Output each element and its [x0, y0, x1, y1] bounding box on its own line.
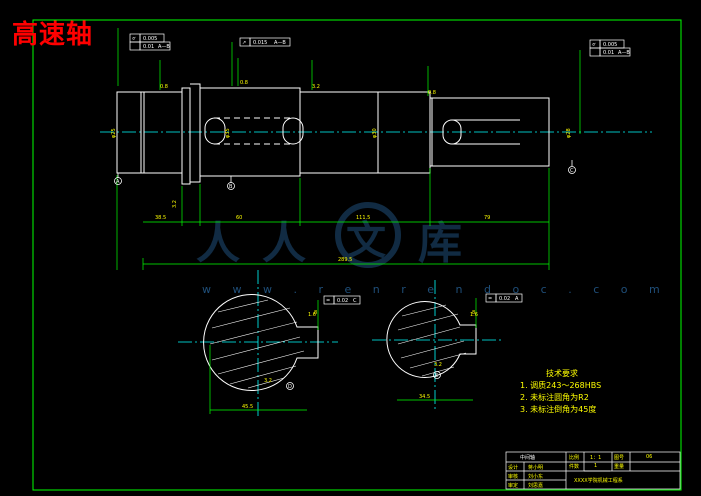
drawing-title: 高速轴: [12, 20, 94, 50]
svg-text:库: 库: [418, 218, 462, 269]
tb-designer-value: 蒋小明: [528, 465, 544, 471]
tb-designer-label: 设计: [508, 465, 519, 471]
drawing-frame: [32, 19, 682, 491]
tol-f3-ref: A—B: [618, 50, 630, 56]
tb-weight-label: 重量: [614, 464, 625, 470]
title-block-lines: [505, 451, 681, 490]
roughness-3: 3.2: [312, 84, 320, 90]
datum-d: D: [288, 384, 292, 390]
tol-f1-v1: 0.005: [143, 36, 157, 42]
dim-d4: φ28: [566, 128, 572, 138]
svg-text:文: 文: [346, 218, 386, 264]
roughness-4: 0.8: [428, 90, 436, 96]
roughness-5: 3.2: [172, 200, 178, 208]
tol-f5-ref: A: [515, 296, 519, 302]
notes-heading: 技术要求: [546, 369, 578, 378]
notes-item-3: 3. 未标注倒角为45度: [520, 405, 597, 414]
tol-f3-sym: ⌭: [592, 42, 596, 48]
tol-f5-v1: 0.02: [499, 296, 510, 302]
tb-qty-value: 1: [594, 463, 598, 469]
tol-f2-sym: ↗: [242, 40, 246, 46]
tolerance-frames: [129, 33, 631, 305]
tol-f3-v1: 0.005: [603, 42, 617, 48]
notes-item-1: 1. 调质243～268HBS: [520, 381, 602, 390]
datum-symbols: [114, 160, 576, 390]
roughness-8: 1.6: [470, 312, 478, 318]
technical-requirements: 技术要求 1. 调质243～268HBS 2. 未标注圆角为R2 3. 未标注倒…: [520, 368, 601, 416]
tb-scale-value: 1：1: [590, 455, 602, 461]
dim-s1: 45.5: [242, 404, 253, 410]
dim-l4: 79: [484, 215, 490, 221]
tol-f2-ref: A—B: [274, 40, 286, 46]
tb-approver-label: 审定: [508, 483, 519, 489]
shaft-outline: [116, 83, 550, 185]
dim-l2: 60: [236, 215, 242, 221]
tb-drawing-no-value: 06: [646, 454, 653, 460]
watermark-logo: 人 人 文 库: [196, 202, 462, 269]
dim-l3: 111.5: [356, 215, 370, 221]
tb-part-name: 中间轴: [520, 455, 536, 461]
tb-school: XXXX学院机械工程系: [574, 478, 623, 484]
roughness-1: 0.8: [160, 84, 168, 90]
datum-b: B: [229, 184, 233, 190]
tb-checker-label: 审核: [508, 474, 519, 480]
section-view-left: [203, 294, 319, 391]
dim-t2: 8: [472, 310, 475, 316]
svg-text:人: 人: [196, 218, 240, 269]
roughness-2: 0.8: [240, 80, 248, 86]
datum-e: E: [435, 373, 438, 379]
tb-qty-label: 件数: [569, 464, 580, 470]
dim-d3: φ30: [372, 128, 378, 138]
tol-f4-ref: C: [353, 298, 357, 304]
tb-drawing-no-label: 图号: [614, 455, 625, 461]
datum-c: C: [570, 168, 574, 174]
watermark-url: w w w . r e n r e n d o c . c o m: [202, 283, 669, 296]
tol-f5-sym: =: [488, 296, 492, 302]
roughness-6: 1.6: [308, 312, 316, 318]
tol-f4-sym: =: [326, 298, 330, 304]
roughness-9: 3.2: [434, 362, 442, 368]
dim-t1: 8: [314, 310, 317, 316]
tol-f1-v2: 0.01: [143, 44, 154, 50]
section-dims: [209, 298, 477, 414]
tol-f3-v2: 0.01: [603, 50, 614, 56]
datum-a: A: [116, 179, 120, 185]
dim-d2: φ35: [225, 128, 231, 138]
tb-scale-label: 比例: [569, 455, 580, 461]
dim-total-length: 289.5: [338, 257, 352, 263]
notes-item-2: 2. 未标注圆角为R2: [520, 393, 589, 402]
tb-checker-value: 刘小东: [528, 474, 544, 480]
svg-text:人: 人: [262, 218, 306, 269]
dim-d1: φ25: [111, 128, 117, 138]
dim-s2: 34.5: [419, 394, 430, 400]
dimension-lines: [116, 28, 581, 270]
tb-approver-value: 刘思嘉: [528, 483, 544, 489]
section-view-right: [386, 301, 477, 378]
tol-f1-ref: A—B: [158, 44, 170, 50]
tol-f1-sym: ⌭: [132, 36, 136, 42]
tol-f4-v1: 0.02: [337, 298, 348, 304]
tol-f2-v1: 0.015: [253, 40, 267, 46]
roughness-7: 3.2: [264, 378, 272, 384]
dim-l1: 38.5: [155, 215, 166, 221]
